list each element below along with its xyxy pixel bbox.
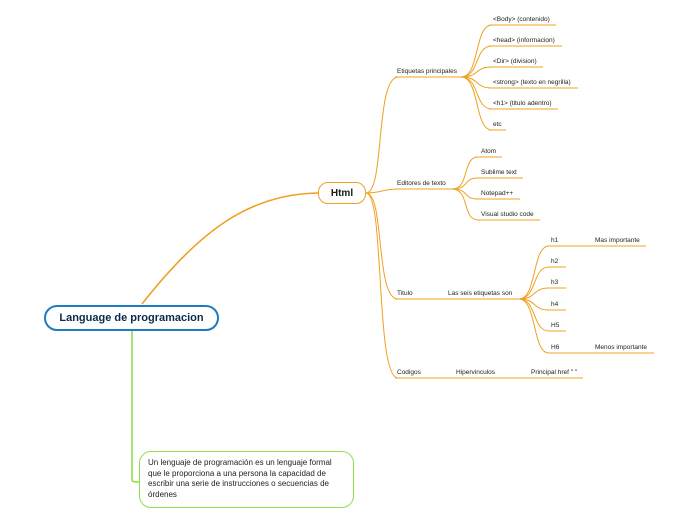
link-titulo bbox=[365, 192, 399, 300]
link-root-html bbox=[141, 192, 319, 305]
tag-h1-node[interactable]: <h1> (titulo adentro) bbox=[493, 100, 552, 107]
h1-node[interactable]: h1 bbox=[551, 237, 559, 244]
tag-head-node[interactable]: <head> (informacion) bbox=[493, 37, 555, 44]
h6-node[interactable]: H6 bbox=[551, 344, 560, 351]
editor-notepad-node[interactable]: Notepad++ bbox=[481, 190, 514, 197]
editor-vscode-node[interactable]: Visual studio code bbox=[481, 211, 534, 218]
seis-etiquetas-node[interactable]: Las seis etiquetas son bbox=[448, 290, 513, 297]
editores-node[interactable]: Editores de texto bbox=[397, 180, 446, 187]
tag-body-node[interactable]: <Body> (contenido) bbox=[493, 16, 550, 23]
editor-sublime-node[interactable]: Sublime text bbox=[481, 169, 517, 176]
root-node[interactable]: Language de programacion bbox=[44, 305, 219, 331]
tag-strong-node[interactable]: <strong> (texto en negrilla) bbox=[493, 79, 571, 86]
link-codigos bbox=[365, 192, 399, 379]
editor-atom-node[interactable]: Atom bbox=[481, 148, 497, 155]
h2-node[interactable]: h2 bbox=[551, 258, 559, 265]
etiquetas-node[interactable]: Etiquetas principales bbox=[397, 68, 457, 75]
hipervinculos-node[interactable]: Hipervinculos bbox=[456, 369, 496, 376]
link-root-description bbox=[131, 331, 140, 483]
h5-node[interactable]: H5 bbox=[551, 322, 560, 329]
link-etiquetas bbox=[365, 76, 399, 194]
tag-div-node[interactable]: <Dir> (division) bbox=[493, 58, 537, 65]
mas-importante-node[interactable]: Mas importante bbox=[595, 237, 640, 244]
html-node[interactable]: Html bbox=[318, 182, 366, 204]
titulo-node[interactable]: Titulo bbox=[397, 290, 413, 297]
principal-href-node[interactable]: Principal href " " bbox=[531, 369, 578, 376]
h4-node[interactable]: h4 bbox=[551, 301, 559, 308]
tag-etc-node[interactable]: etc bbox=[493, 121, 502, 128]
link-editores bbox=[365, 188, 399, 194]
description-node[interactable]: Un lenguaje de programación es un lengua… bbox=[139, 451, 354, 508]
codigos-node[interactable]: Codigos bbox=[397, 369, 421, 376]
menos-importante-node[interactable]: Menos importante bbox=[595, 344, 648, 351]
h3-node[interactable]: h3 bbox=[551, 279, 559, 286]
